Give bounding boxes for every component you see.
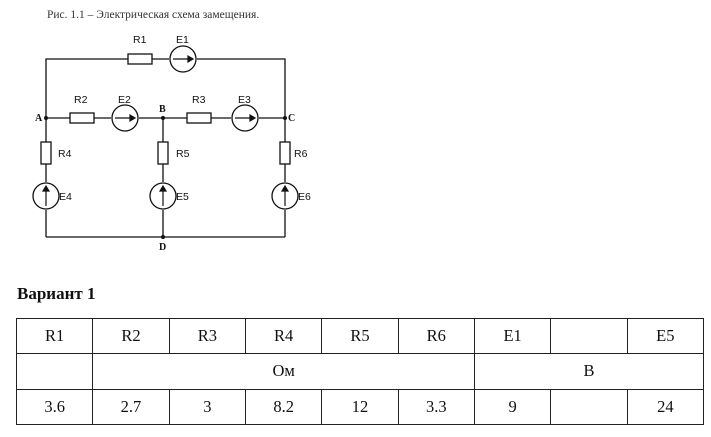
label-r5: R5 bbox=[176, 148, 190, 160]
header-cell-r4: R4 bbox=[244, 317, 323, 355]
resistor-r2 bbox=[69, 112, 95, 124]
header-cell-r3: R3 bbox=[168, 317, 246, 355]
node-label-c: C bbox=[288, 113, 295, 124]
table-units-row: Ом В bbox=[15, 353, 705, 390]
units-cell-empty bbox=[15, 353, 94, 390]
junction-b bbox=[161, 116, 165, 120]
value-cell-r2: 2.7 bbox=[92, 388, 170, 426]
node-label-a: A bbox=[35, 113, 43, 124]
units-cell-voltage: В bbox=[473, 353, 705, 390]
circuit-diagram: R1 E1 R2 E2 R3 E3 R4 R5 R6 E4 E5 E6 A B … bbox=[32, 34, 311, 253]
parameters-table: R1 R2 R3 R4 R5 R6 E1 E5 Ом В 3.6 2.7 3 8… bbox=[15, 317, 705, 426]
header-cell-r2: R2 bbox=[92, 317, 170, 355]
node-label-b: B bbox=[159, 104, 166, 115]
label-r6: R6 bbox=[294, 148, 308, 160]
value-cell-empty bbox=[550, 388, 628, 426]
resistor-r5 bbox=[157, 141, 169, 165]
label-e6: E6 bbox=[298, 191, 311, 203]
label-e4: E4 bbox=[59, 191, 72, 203]
label-r4: R4 bbox=[58, 148, 72, 160]
value-cell-e1: 9 bbox=[473, 388, 552, 426]
header-cell-r1: R1 bbox=[15, 317, 94, 355]
junction-a bbox=[44, 116, 48, 120]
header-cell-e1: E1 bbox=[473, 317, 552, 355]
wire-top bbox=[45, 58, 286, 118]
junction-c bbox=[283, 116, 287, 120]
variant-title: Вариант 1 bbox=[17, 284, 96, 303]
resistor-r1 bbox=[127, 53, 153, 65]
resistor-r3 bbox=[186, 112, 212, 124]
resistor-r6 bbox=[279, 141, 291, 165]
units-cell-resistance: Ом bbox=[92, 353, 475, 390]
junction-d bbox=[161, 235, 165, 239]
label-r3: R3 bbox=[192, 94, 206, 106]
label-r2: R2 bbox=[74, 94, 88, 106]
value-cell-r3: 3 bbox=[168, 388, 246, 426]
node-label-d: D bbox=[159, 242, 166, 253]
header-cell-e5: E5 bbox=[626, 317, 705, 355]
label-r1: R1 bbox=[133, 34, 147, 46]
value-cell-r5: 12 bbox=[321, 388, 399, 426]
header-cell-r6: R6 bbox=[397, 317, 475, 355]
label-e1: E1 bbox=[176, 34, 189, 46]
header-cell-r5: R5 bbox=[321, 317, 399, 355]
value-cell-r4: 8.2 bbox=[244, 388, 323, 426]
table-values-row: 3.6 2.7 3 8.2 12 3.3 9 24 bbox=[15, 388, 705, 426]
header-cell-empty bbox=[550, 317, 628, 355]
value-cell-e5: 24 bbox=[626, 388, 705, 426]
table-header-row: R1 R2 R3 R4 R5 R6 E1 E5 bbox=[15, 317, 705, 355]
label-e2: E2 bbox=[118, 94, 131, 106]
figure-caption: Рис. 1.1 – Электрическая схема замещения… bbox=[47, 9, 260, 21]
value-cell-r1: 3.6 bbox=[15, 388, 94, 426]
value-cell-r6: 3.3 bbox=[397, 388, 475, 426]
resistor-r4 bbox=[40, 141, 52, 165]
label-e5: E5 bbox=[176, 191, 189, 203]
label-e3: E3 bbox=[238, 94, 251, 106]
